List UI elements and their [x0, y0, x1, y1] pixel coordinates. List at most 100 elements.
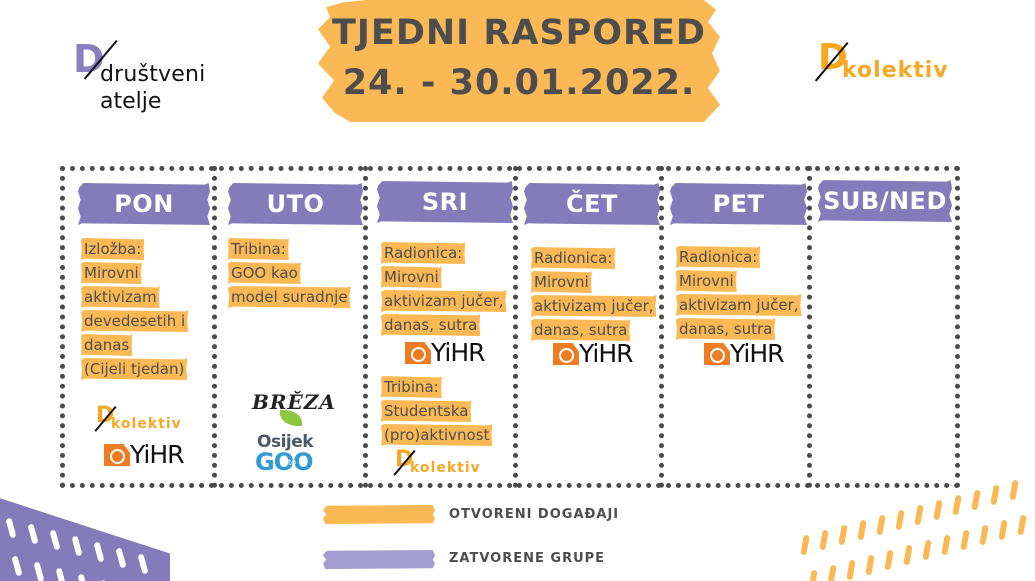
- day-header-pon: PON: [78, 183, 210, 225]
- event-line: aktivizam jučer,: [381, 290, 507, 312]
- kolektiv-logo-small: D kolektiv: [393, 447, 505, 479]
- event-line: devedesetih i: [81, 310, 189, 332]
- date-range: 24. - 30.01.2022.: [342, 63, 696, 103]
- yihr-text: YiHR: [730, 339, 784, 368]
- event-line: danas, sutra: [531, 319, 631, 341]
- decorative-dash: [819, 529, 829, 551]
- breza-logo: BRĔZA: [250, 390, 340, 430]
- yihr-mark-icon: [553, 343, 579, 365]
- event-uto-tribina: Tribina: GOO kao model suradnje: [228, 238, 351, 310]
- event-sri-tribina: Tribina: Studentska (pro)aktivnost: [381, 376, 493, 448]
- decorative-dash: [865, 554, 875, 576]
- goo-text: GOO: [255, 448, 314, 476]
- decorative-dash: [808, 569, 818, 581]
- decorative-dash: [990, 484, 1000, 506]
- event-line: aktivizam jučer,: [676, 294, 802, 316]
- yihr-logo: YiHR: [704, 339, 784, 368]
- event-line: GOO kao: [228, 262, 301, 284]
- decorative-dash: [971, 489, 981, 511]
- column-separator: [363, 166, 368, 488]
- decorative-dash: [857, 519, 867, 541]
- kolektiv-logo-small: D kolektiv: [94, 403, 206, 435]
- yihr-mark-icon: [704, 343, 730, 365]
- event-line: Radionica:: [531, 247, 616, 269]
- event-line: Tribina:: [228, 238, 289, 260]
- breza-text: BRĔZA: [252, 390, 336, 414]
- column-separator: [807, 166, 812, 488]
- decorative-dash: [903, 544, 913, 566]
- kolektiv-logo-header: D kolektiv: [814, 40, 988, 90]
- event-line: Tribina:: [381, 376, 442, 398]
- decorative-dash: [998, 519, 1008, 541]
- column-separator: [513, 166, 518, 488]
- yihr-logo: YiHR: [104, 440, 184, 469]
- day-header-sub-ned: SUB/NED: [818, 180, 952, 222]
- schedule-grid: [60, 166, 960, 488]
- osijek-text: Osijek: [257, 432, 314, 452]
- column-separator: [659, 166, 664, 488]
- decorative-dash: [941, 534, 951, 556]
- event-line: (pro)aktivnost: [381, 424, 493, 446]
- decorative-dash: [960, 529, 970, 551]
- event-line: aktivizam: [81, 286, 160, 308]
- kolektiv-d-mark: D: [96, 403, 115, 428]
- logo-line1: društveni: [100, 62, 206, 87]
- event-line: Mirovni: [381, 266, 442, 288]
- legend-swatch-closed: [323, 550, 435, 569]
- yihr-logo: YiHR: [553, 339, 633, 368]
- event-line: danas: [81, 334, 133, 356]
- event-line: (Cijeli tjedan): [81, 358, 188, 380]
- event-line: Radionica:: [676, 246, 761, 268]
- event-pet-radionica: Radionica: Mirovni aktivizam jučer, dana…: [676, 246, 802, 342]
- event-line: Mirovni: [531, 271, 592, 293]
- logo-line2: atelje: [100, 89, 162, 114]
- day-header-uto: UTO: [228, 183, 363, 225]
- decorative-dash: [884, 549, 894, 571]
- yihr-text: YiHR: [579, 339, 633, 368]
- event-pon-izlozba: Izložba: Mirovni aktivizam devedesetih i…: [81, 238, 189, 382]
- yihr-text: YiHR: [130, 440, 184, 469]
- day-header-pet: PET: [670, 183, 807, 225]
- yihr-mark-icon: [104, 444, 130, 466]
- kolektiv-d-mark: D: [395, 447, 414, 472]
- legend-swatch-open: [323, 505, 435, 524]
- event-line: Studentska: [381, 400, 472, 422]
- decorative-dash: [1017, 514, 1027, 536]
- decorative-dash: [952, 494, 962, 516]
- decorative-dash: [876, 514, 886, 536]
- event-line: Izložba:: [81, 238, 145, 260]
- kolektiv-word: kolektiv: [842, 58, 949, 83]
- yihr-logo: YiHR: [405, 338, 485, 367]
- drustveni-atelje-logo: D društveni atelje: [70, 38, 220, 118]
- title-banner: TJEDNI RASPORED 24. - 30.01.2022.: [318, 0, 720, 122]
- event-line: model suradnje: [228, 286, 351, 308]
- decorative-dash: [922, 539, 932, 561]
- legend-label-open: OTVORENI DOGAĐAJI: [449, 507, 620, 522]
- day-header-cet: ČET: [524, 183, 660, 225]
- decorative-dash: [838, 524, 848, 546]
- decorative-dash: [1009, 479, 1019, 501]
- event-line: aktivizam jučer,: [531, 295, 657, 317]
- osijek-to-goo-logo: Osijek GOO to: [255, 432, 335, 476]
- legend-label-closed: ZATVORENE GRUPE: [449, 551, 606, 566]
- decorative-dash: [914, 504, 924, 526]
- event-line: Radionica:: [381, 242, 466, 264]
- decorative-dash: [895, 509, 905, 531]
- yihr-text: YiHR: [431, 338, 485, 367]
- event-line: danas, sutra: [676, 318, 776, 340]
- decorative-dash: [827, 564, 837, 581]
- decorative-dash: [846, 559, 856, 581]
- event-sri-radionica: Radionica: Mirovni aktivizam jučer, dana…: [381, 242, 507, 338]
- decorative-dash: [979, 524, 989, 546]
- decorative-dash: [800, 534, 810, 556]
- leaf-icon: [280, 410, 302, 426]
- event-line: danas, sutra: [381, 314, 481, 336]
- event-cet-radionica: Radionica: Mirovni aktivizam jučer, dana…: [531, 247, 657, 343]
- to-text: to: [288, 458, 297, 467]
- column-separator: [212, 166, 217, 488]
- kolektiv-word: kolektiv: [111, 416, 182, 432]
- yihr-mark-icon: [405, 342, 431, 364]
- event-line: Mirovni: [676, 270, 737, 292]
- decorative-dash: [933, 499, 943, 521]
- page-title: TJEDNI RASPORED: [332, 13, 706, 53]
